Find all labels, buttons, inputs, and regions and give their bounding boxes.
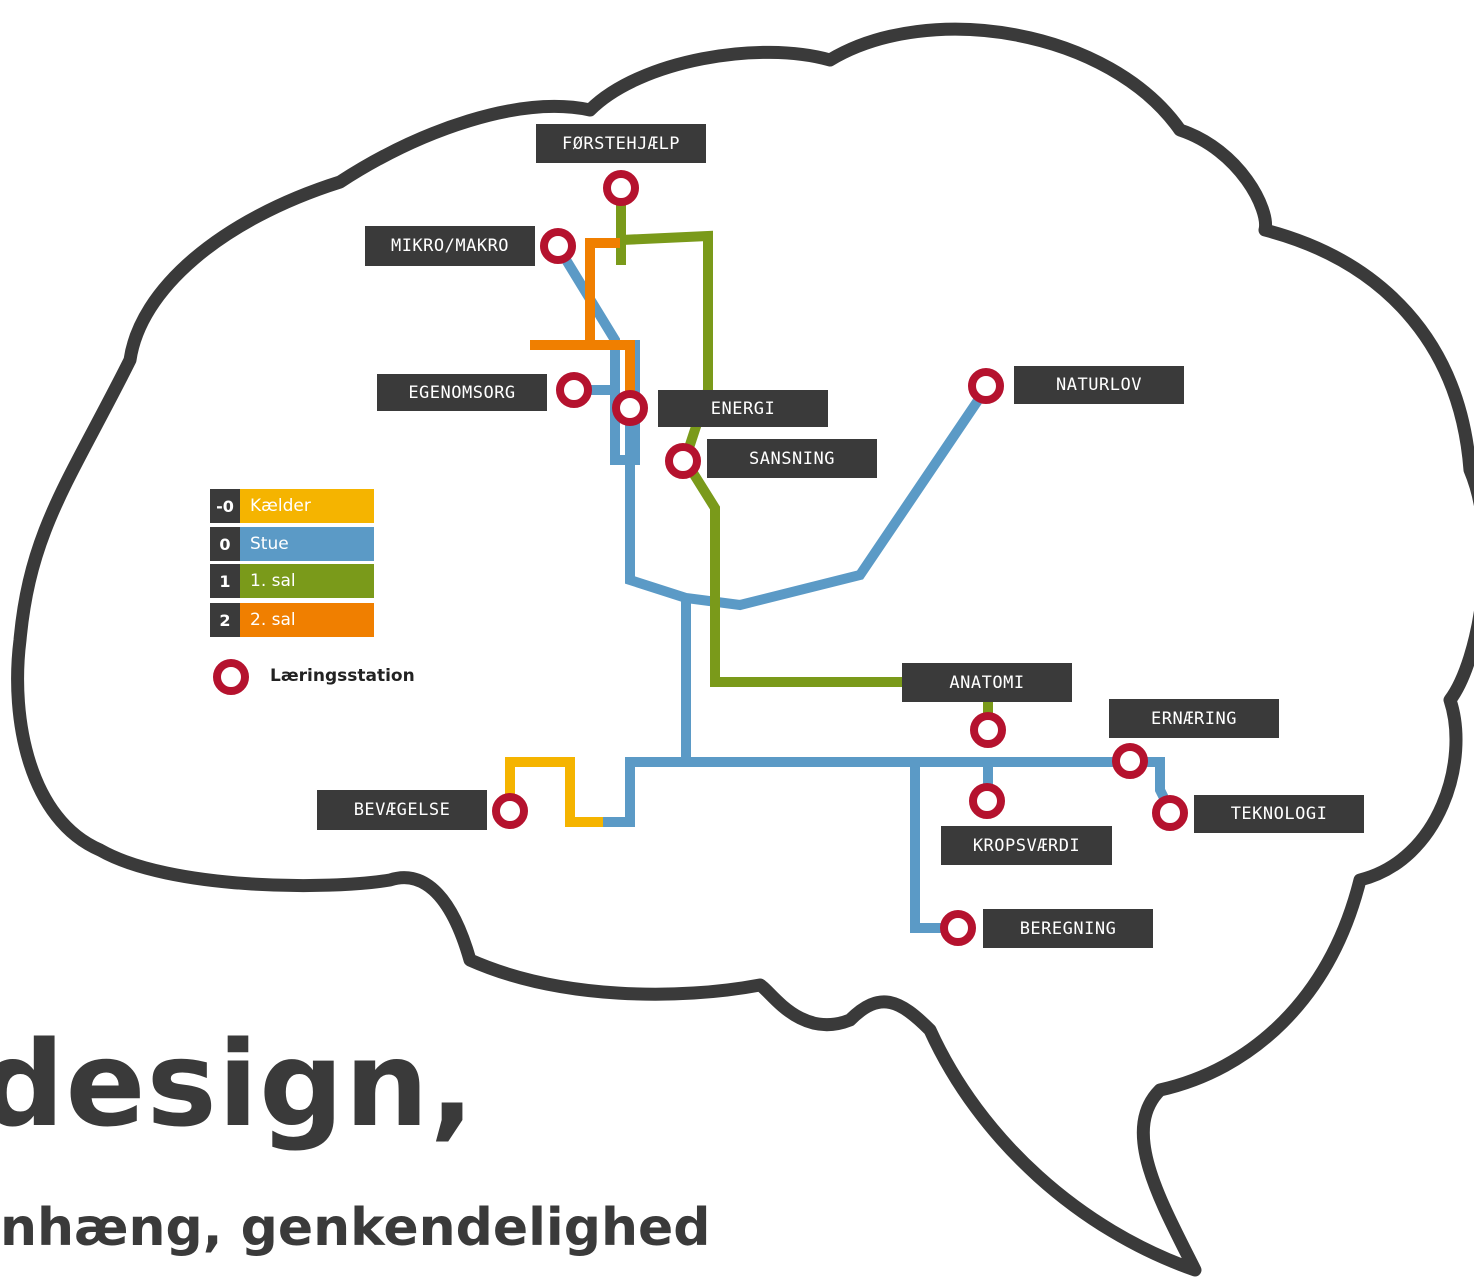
legend-station-icon xyxy=(213,659,249,695)
station-label-ernaering[interactable]: ERNÆRING xyxy=(1109,699,1279,738)
legend-floor-number: 2 xyxy=(210,603,240,637)
station-label-naturlov[interactable]: NATURLOV xyxy=(1014,366,1184,404)
line-stue-segment xyxy=(603,757,1175,827)
station-marker-ernaering[interactable] xyxy=(1112,743,1148,779)
station-label-egenomsorg[interactable]: EGENOMSORG xyxy=(377,374,547,411)
legend-station-label: Læringsstation xyxy=(270,666,415,686)
station-label-sansning[interactable]: SANSNING xyxy=(707,439,877,478)
station-marker-anatomi[interactable] xyxy=(970,712,1006,748)
station-label-energi[interactable]: ENERGI xyxy=(658,390,828,427)
legend-row-1-sal: 1 1. sal xyxy=(210,564,374,598)
station-label-bevaegelse[interactable]: BEVÆGELSE xyxy=(317,790,487,830)
legend-floor-name: Stue xyxy=(240,527,374,561)
station-label-teknologi[interactable]: TEKNOLOGI xyxy=(1194,795,1364,833)
legend-row-stue: 0 Stue xyxy=(210,527,374,561)
station-label-mikro-makro[interactable]: MIKRO/MAKRO xyxy=(365,226,535,266)
station-label-beregning[interactable]: BEREGNING xyxy=(983,909,1153,948)
station-label-kropsvaerdi[interactable]: KROPSVÆRDI xyxy=(941,826,1112,865)
station-marker-beregning[interactable] xyxy=(940,910,976,946)
station-marker-kropsvaerdi[interactable] xyxy=(969,783,1005,819)
station-marker-egenomsorg[interactable] xyxy=(556,372,592,408)
station-marker-forstehjaelp[interactable] xyxy=(603,170,639,206)
line-kaelder-segment xyxy=(505,757,603,827)
station-marker-bevaegelse[interactable] xyxy=(492,793,528,829)
legend-row-kaelder: -0 Kælder xyxy=(210,489,374,523)
station-marker-mikro-makro[interactable] xyxy=(540,228,576,264)
legend-row-2-sal: 2 2. sal xyxy=(210,603,374,637)
legend-floor-number: 0 xyxy=(210,527,240,561)
legend-floor-name: Kælder xyxy=(240,489,374,523)
legend-floor-name: 1. sal xyxy=(240,564,374,598)
station-marker-naturlov[interactable] xyxy=(968,368,1004,404)
legend-floor-name: 2. sal xyxy=(240,603,374,637)
legend-floor-number: -0 xyxy=(210,489,240,523)
legend-floor-number: 1 xyxy=(210,564,240,598)
line-2-sal-segment xyxy=(530,238,620,350)
line-kaelder xyxy=(505,757,603,827)
thought-bubble-outline xyxy=(11,22,1474,1277)
station-markers xyxy=(213,170,1188,946)
page-subtitle: nhæng, genkendelighed xyxy=(0,1198,711,1258)
line-2-sal xyxy=(530,238,635,400)
station-marker-energi[interactable] xyxy=(612,390,648,426)
station-marker-sansning[interactable] xyxy=(665,443,701,479)
station-marker-teknologi[interactable] xyxy=(1152,795,1188,831)
station-label-forstehjaelp[interactable]: FØRSTEHJÆLP xyxy=(536,124,706,163)
page-title: design, xyxy=(0,1015,476,1153)
line-2-sal-segment xyxy=(590,340,635,400)
station-label-anatomi[interactable]: ANATOMI xyxy=(902,663,1072,702)
